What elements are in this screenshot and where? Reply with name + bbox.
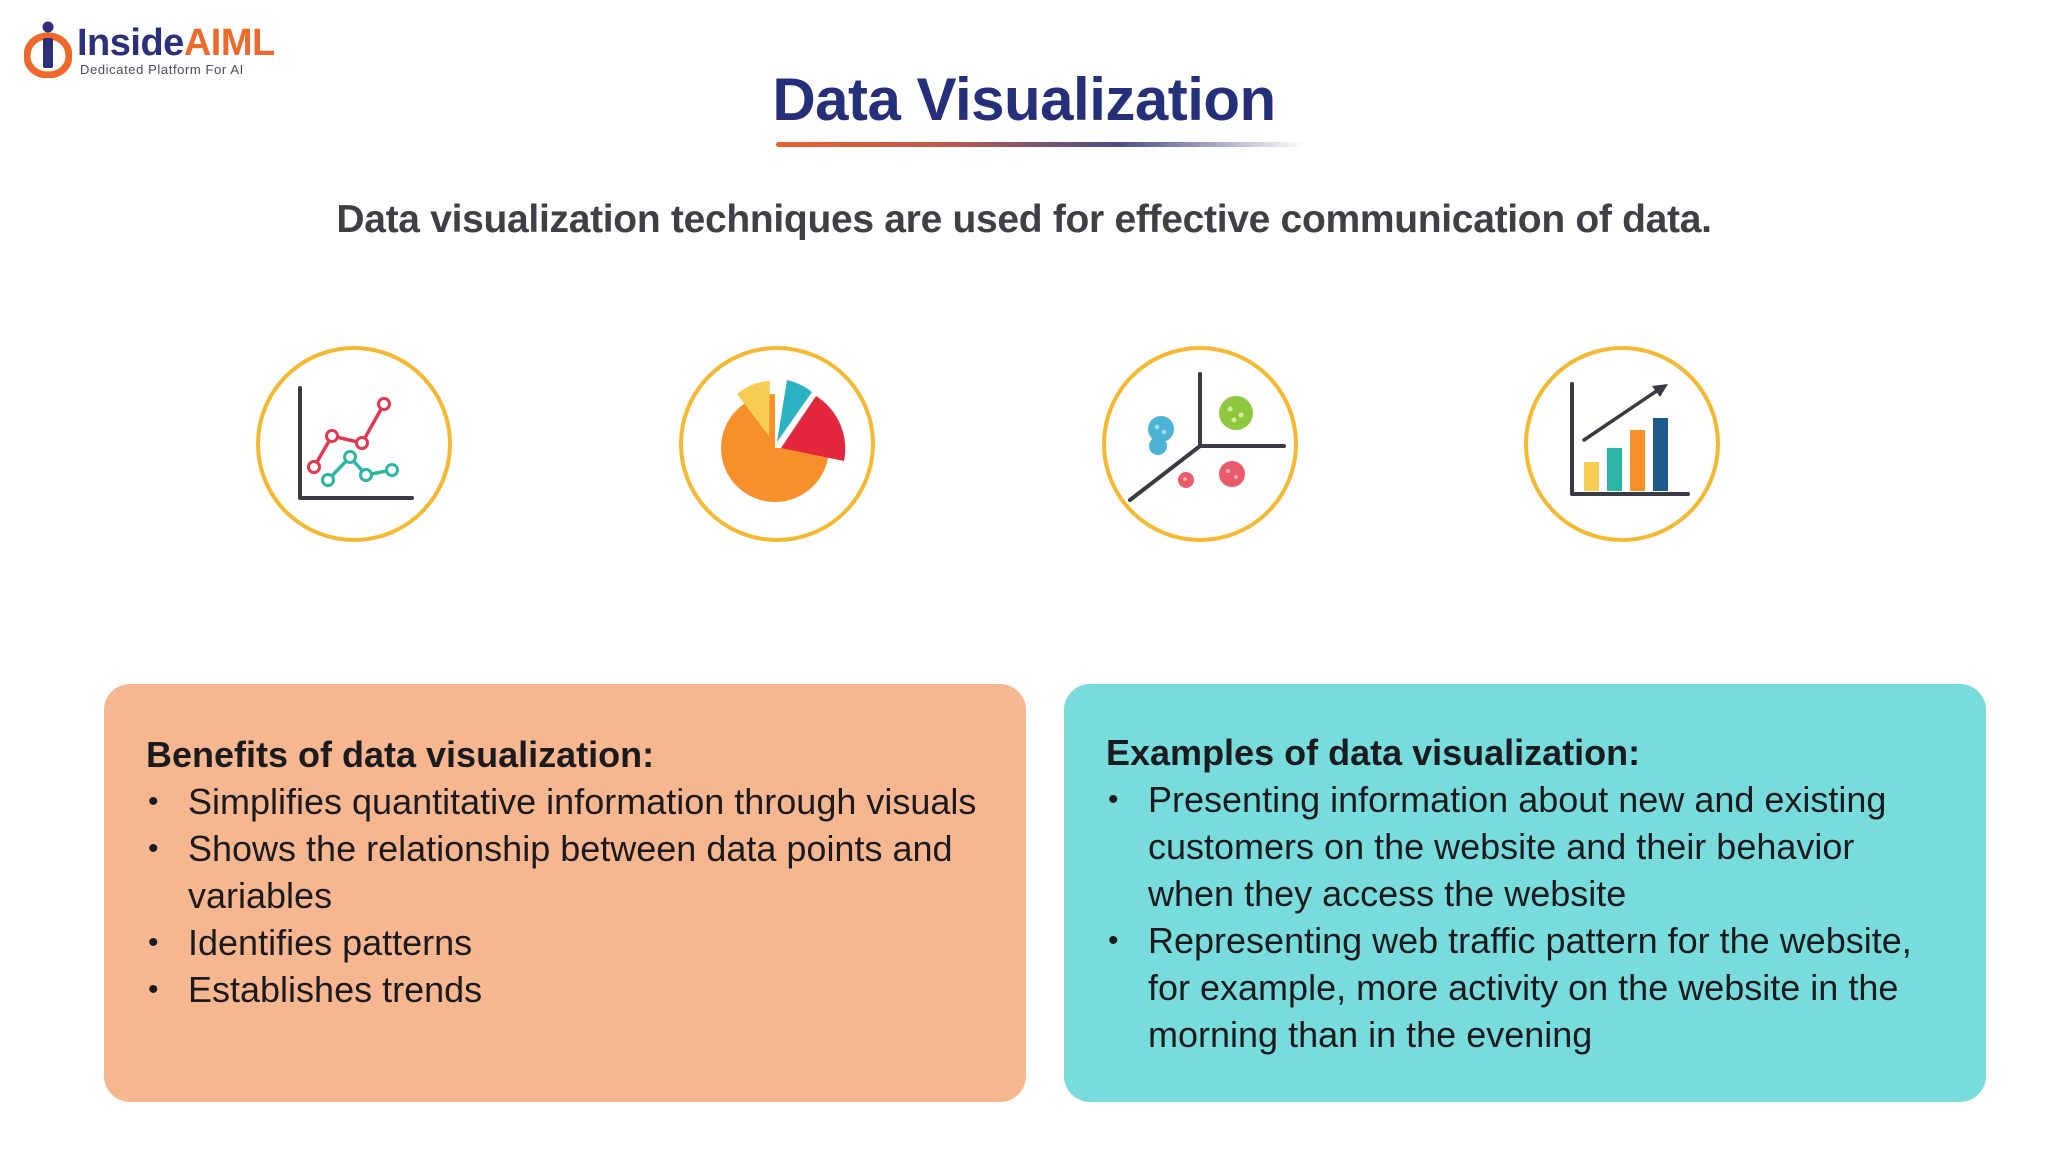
- page-title: Data Visualization: [772, 66, 1276, 133]
- brand-logo: InsideAIML Dedicated Platform For AI: [24, 20, 304, 80]
- list-item-text: Establishes trends: [188, 969, 483, 1010]
- examples-heading: Examples of data visualization:: [1106, 732, 1641, 773]
- benefits-heading: Benefits of data visualization:: [146, 734, 655, 775]
- line-chart-icon: [256, 346, 452, 542]
- brand-name-second: AIML: [183, 22, 275, 64]
- bullet-icon: •: [148, 785, 159, 818]
- bullet-icon: •: [148, 926, 159, 959]
- examples-card: Examples of data visualization: • Present…: [1064, 684, 1986, 1102]
- list-item: • Representing web traffic pattern for th…: [1106, 917, 1946, 1058]
- pie-chart-icon: [679, 346, 875, 542]
- list-item: • Identifies patterns: [146, 919, 986, 966]
- benefits-list: • Simplifies quantitative information thr…: [146, 778, 986, 1013]
- list-item-text: Identifies patterns: [188, 922, 473, 963]
- bullet-icon: •: [1108, 783, 1119, 816]
- list-item-text: Presenting information about new and exi…: [1148, 779, 1887, 914]
- bullet-icon: •: [148, 832, 159, 865]
- list-item-text: Simplifies quantitative information thro…: [188, 781, 977, 822]
- examples-list: • Presenting information about new and ex…: [1106, 776, 1946, 1058]
- bullet-icon: •: [148, 973, 159, 1006]
- title-underline: [776, 142, 1306, 147]
- list-item: • Establishes trends: [146, 966, 986, 1013]
- page-subtitle: Data visualization techniques are used f…: [336, 198, 1712, 241]
- list-item: • Shows the relationship between data poi…: [146, 825, 986, 919]
- scatter-plot-icon: [1102, 346, 1298, 542]
- list-item: • Presenting information about new and ex…: [1106, 776, 1946, 917]
- bullet-icon: •: [1108, 924, 1119, 957]
- list-item-text: Representing web traffic pattern for the…: [1148, 920, 1912, 1055]
- list-item-text: Shows the relationship between data poin…: [188, 828, 953, 916]
- list-item: • Simplifies quantitative information thr…: [146, 778, 986, 825]
- brand-name: InsideAIML: [77, 20, 275, 66]
- benefits-card: Benefits of data visualization: • Simplif…: [104, 684, 1026, 1102]
- brand-tagline: Dedicated Platform For AI: [80, 62, 244, 77]
- brand-name-first: Inside: [77, 22, 184, 64]
- bar-chart-icon: [1524, 346, 1720, 542]
- brand-logo-icon: [24, 21, 72, 78]
